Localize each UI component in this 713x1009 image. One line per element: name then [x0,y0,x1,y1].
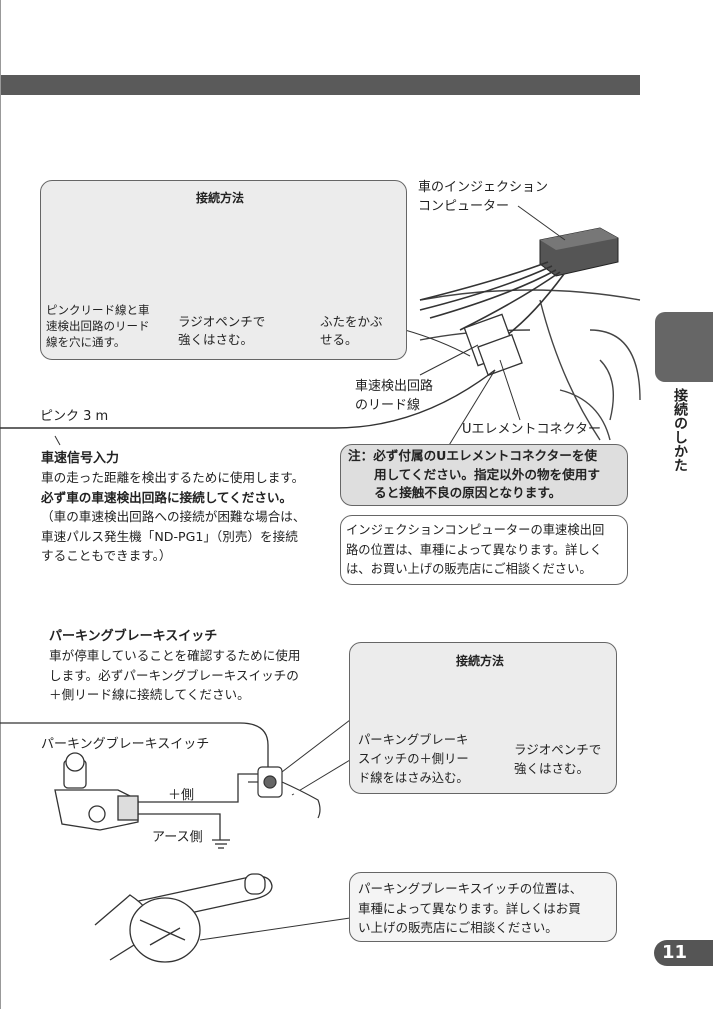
bottom-step1-text: パーキングブレーキスイッチの＋側リード線をはさみ込む。 [358,733,469,785]
header-bar [0,75,640,95]
bottom-connector-icon [248,766,321,819]
info-text-top: インジェクションコンピューターの車速検出回路の位置は、車種によって異なります。詳… [346,523,605,576]
handbrake-illustration [94,873,273,963]
note-text: 注：必ず付属のUエレメントコネクターを使 用してください。指定以外の物を使用す … [348,448,600,500]
info-text-bottom: パーキングブレーキスイッチの位置は、車種によって異なります。詳しくはお買い上げの… [358,881,583,935]
parking-title: パーキングブレーキスイッチ [49,629,218,644]
parking-switch-icon [54,752,139,831]
speed-title: 車速信号入力 [41,451,120,466]
parking-body: 車が停車していることを確認するために使用します。必ずパーキングブレーキスイッチの… [49,648,301,702]
lead-label: 車速検出回路のリード線 [355,379,434,413]
plus-label: ＋側 [168,788,195,803]
ground-label: アース側 [152,830,203,845]
speed-body: 車の走った距離を検出するために使用します。 必ず車の車速検出回路に接続してくださ… [41,470,306,563]
bottom-method-box [349,642,617,794]
bottom-step2-text: ラジオペンチで強くはさむ。 [514,742,602,776]
switch-label: パーキングブレーキスイッチ [41,737,210,752]
injection-label: 車のインジェクションコンピューター [418,180,549,214]
page-number: 11 [662,942,688,963]
info-box-top [340,515,628,585]
connection-method-box [40,180,407,360]
side-tab-label: 接続のしかた [672,388,688,472]
injection-computer-icon [539,227,619,277]
page-number-badge [654,940,713,966]
step1-text: ピンクリード線と車速検出回路のリード線を穴に通す。 [46,303,150,349]
u-connector-label: Uエレメントコネクター [462,422,601,437]
step3-text: ふたをかぶせる。 [320,314,383,347]
step2-text: ラジオペンチで強くはさむ。 [178,314,266,347]
page-left-rule [0,0,1,1009]
wire-harness [419,261,565,341]
bottom-method-title: 接続方法 [456,654,505,668]
u-connector-icon [463,313,523,377]
method-title: 接続方法 [196,191,245,205]
info-box-bottom [349,872,617,942]
side-tab [655,312,713,382]
note-box [340,444,628,506]
dashboard-illustration [419,289,641,441]
pink-label: ピンク 3 m [40,409,109,424]
